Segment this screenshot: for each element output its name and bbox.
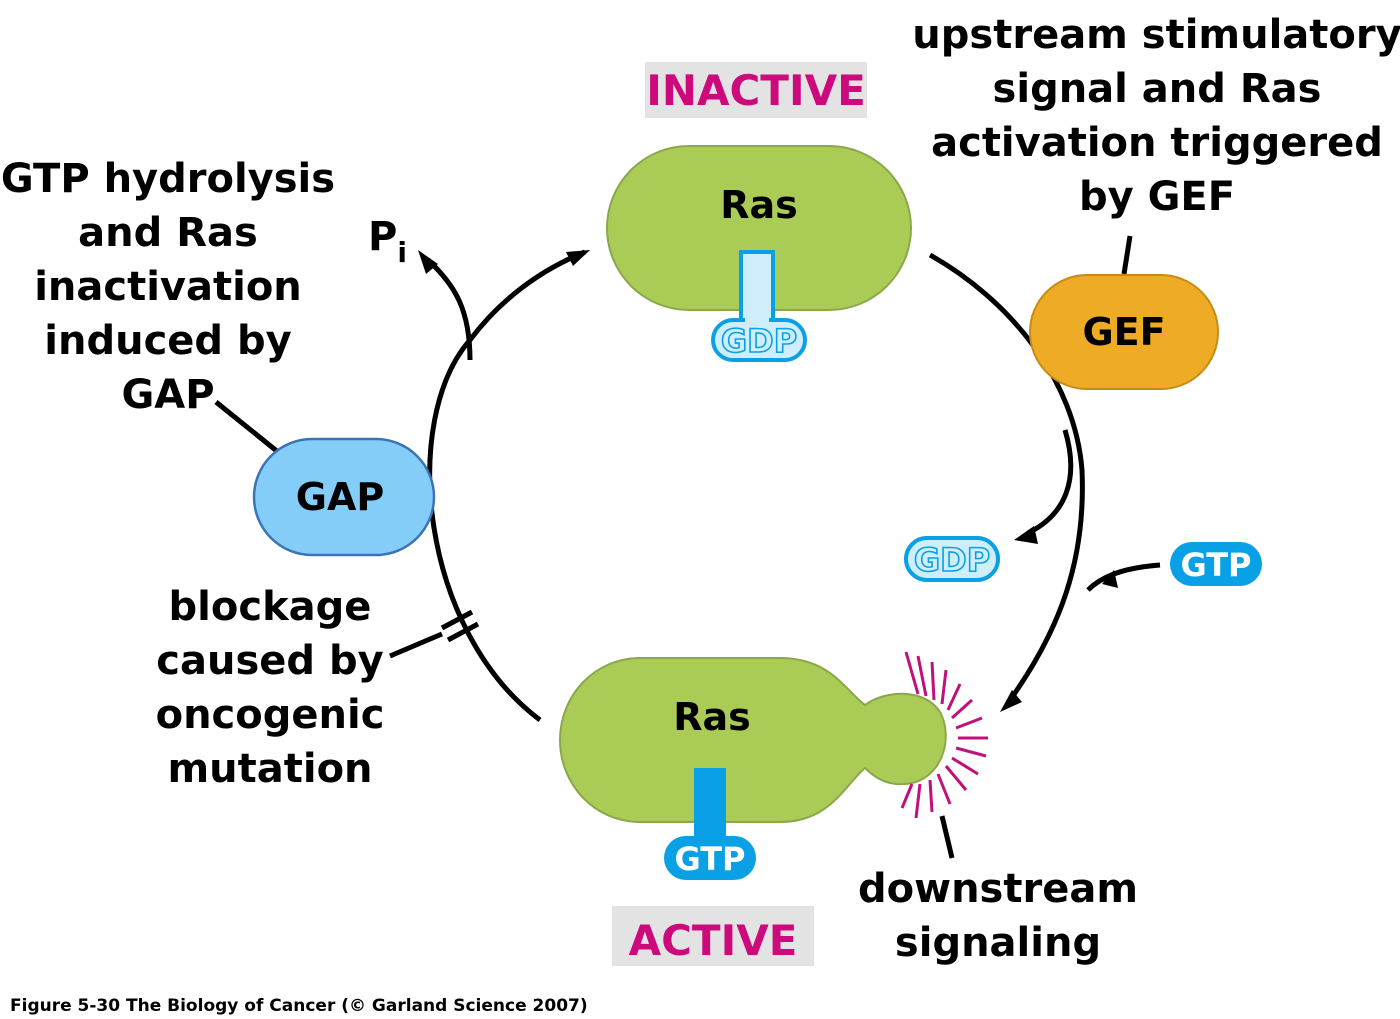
gap-annotation-line: inactivation (34, 264, 302, 310)
gdp-bound-label: GDP (721, 322, 797, 360)
gtp-uptake-arrowhead (1102, 570, 1118, 588)
gap-shape (252, 437, 436, 557)
downstream-annotation: downstream signaling (858, 866, 1138, 966)
gdp-release-arrow (1026, 429, 1074, 536)
gap-leader (214, 400, 280, 454)
gap-annotation-line: and Ras (78, 210, 258, 256)
phosphate-release-arrow (426, 258, 473, 361)
gap-annotation-line: induced by (44, 318, 291, 364)
gef-shape (1029, 274, 1219, 390)
ras-active-shape (558, 657, 947, 823)
cycle-arrowhead-active (1000, 690, 1022, 712)
blockage-annotation: blockage caused by oncogenic mutation (156, 584, 385, 792)
gap-annotation-line: GAP (121, 372, 214, 418)
gdp-release-arrowhead (1014, 526, 1038, 544)
gtp-uptake-arrow (1086, 562, 1161, 592)
gap-annotation-line: GTP hydrolysis (1, 156, 335, 202)
phosphate-subscript: i (397, 236, 407, 269)
blockage-bar-2 (446, 621, 480, 643)
cycle-arc-left (427, 249, 586, 722)
blockage-annotation-line: mutation (167, 746, 372, 792)
phosphate-symbol: P (368, 214, 397, 260)
blockage-annotation-line: blockage (169, 584, 372, 630)
gdp-released-label: GDP (914, 541, 990, 579)
gef-annotation: upstream stimulatory signal and Ras acti… (912, 12, 1400, 220)
cycle-arrowhead-inactive (566, 250, 590, 266)
inactive-state-label: INACTIVE (646, 66, 866, 115)
cycle-arc-right (928, 252, 1085, 702)
gef-annotation-line: by GEF (1079, 174, 1235, 220)
downstream-leader (939, 815, 955, 859)
inactive-state-box (645, 62, 867, 118)
downstream-annotation-line: signaling (895, 920, 1101, 966)
gef-leader (1121, 235, 1133, 275)
downstream-annotation-line: downstream (858, 866, 1138, 912)
gtp-free-pill (1170, 542, 1262, 586)
active-state-box (612, 906, 814, 966)
ras-active-label: Ras (673, 695, 751, 739)
gap-annotation: GTP hydrolysis and Ras inactivation indu… (1, 156, 335, 418)
gdp-released-pill (904, 536, 1000, 582)
gef-annotation-line: activation triggered (931, 120, 1383, 166)
gtp-bound-label: GTP (675, 840, 746, 878)
gef-label: GEF (1082, 310, 1165, 354)
ras-inactive-label: Ras (720, 183, 798, 227)
blockage-annotation-line: caused by (156, 638, 383, 684)
phosphate-label: Pi (368, 214, 407, 269)
gtp-free-label: GTP (1181, 546, 1252, 584)
phosphate-arrowhead (418, 250, 438, 274)
blockage-annotation-line: oncogenic (156, 692, 385, 738)
gtp-bound-pill (664, 836, 756, 880)
gap-label: GAP (296, 475, 384, 519)
gtp-bound-stem (694, 768, 726, 848)
blockage-bar-1 (440, 609, 474, 631)
blockage-leader (389, 631, 443, 659)
figure-caption: Figure 5-30 The Biology of Cancer (© Gar… (10, 996, 588, 1016)
gdp-bound-joint (745, 318, 769, 326)
gef-annotation-line: signal and Ras (993, 66, 1322, 112)
gef-annotation-line: upstream stimulatory (912, 12, 1400, 58)
active-state-label: ACTIVE (629, 916, 798, 965)
signal-burst-icon (900, 651, 988, 819)
